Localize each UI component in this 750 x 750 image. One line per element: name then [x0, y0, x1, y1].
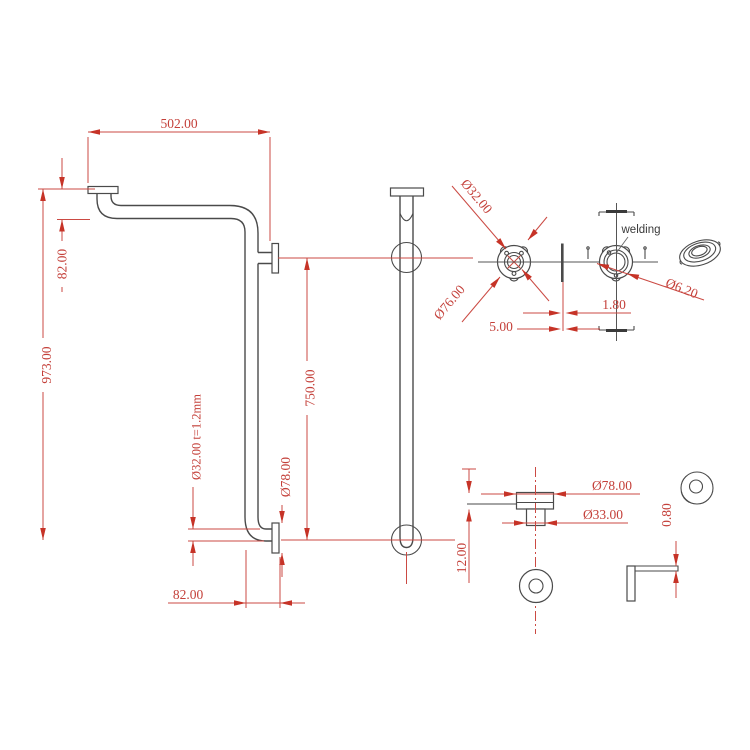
dim-stud-length: 5.00	[489, 319, 600, 334]
dim-502-label: 502.00	[160, 116, 197, 131]
side-view	[389, 187, 425, 556]
bar-tube	[399, 196, 414, 549]
dim-tube-od-label: Ø32.00	[458, 176, 495, 217]
tube-outer-edge	[96, 193, 272, 542]
dim-tube-wall: Ø32.00 t=1.2mm	[188, 394, 264, 566]
dim-cap-od-label: Ø78.00	[592, 478, 632, 493]
washer-3d-view	[680, 471, 714, 505]
bracket-section-view	[626, 565, 679, 602]
dim-cap-id-label: Ø33.00	[583, 507, 623, 522]
dim-plate-thickness: 1.80	[523, 297, 631, 316]
dim-750-label: 750.00	[303, 369, 318, 406]
dim-stud-length-label: 5.00	[489, 319, 513, 334]
dim-cap-od: Ø78.00	[481, 478, 640, 497]
tube-inner-edge	[110, 193, 272, 530]
screw-hole	[606, 250, 612, 255]
flange-back-view: welding	[586, 203, 661, 341]
dim-82-top: 82.00	[55, 158, 70, 292]
ring-3d-view	[679, 239, 721, 267]
side-wall-flange	[271, 242, 280, 274]
dim-tube-od: Ø32.00	[451, 176, 550, 302]
dim-sheet-thickness: 0.80	[659, 503, 679, 598]
plate-section-edge	[561, 243, 564, 282]
dim-flange-od-front: Ø78.00	[278, 449, 293, 577]
dim-sheet-thickness-label: 0.80	[659, 503, 674, 527]
dim-screw-hole-label: Ø6.20	[664, 275, 701, 302]
dim-cap-height-label: 12.00	[454, 543, 469, 574]
cover-cap-detail	[467, 467, 714, 634]
welding-leader	[616, 236, 629, 253]
dim-flange-od-front-label: Ø78.00	[278, 457, 293, 497]
weld-seam-arc	[399, 213, 414, 222]
welding-label: welding	[621, 224, 661, 236]
dim-750: 750.00	[303, 258, 318, 540]
washer-front-view	[518, 568, 554, 604]
dim-screw-hole: Ø6.20	[596, 263, 705, 302]
mount-studs	[587, 248, 646, 259]
screw-hole	[504, 250, 510, 256]
side-flange-stub	[258, 251, 272, 265]
dim-plate-od: Ø76.00	[431, 216, 548, 323]
top-cap-plate	[389, 187, 425, 197]
dim-cap-height: 12.00	[454, 468, 476, 583]
dim-tube-wall-label: Ø32.00 t=1.2mm	[190, 394, 204, 480]
front-view	[87, 185, 280, 554]
dim-82-bottom-label: 82.00	[173, 587, 204, 602]
dim-973: 973.00	[39, 189, 54, 540]
dim-82-bottom: 82.00	[168, 550, 305, 608]
bottom-wall-flange	[271, 522, 280, 554]
top-wall-flange	[87, 185, 119, 195]
screw-hole	[518, 250, 524, 256]
dim-plate-thickness-label: 1.80	[602, 297, 626, 312]
dim-82-top-label: 82.00	[55, 249, 70, 280]
flange-mount-detail: welding	[478, 203, 721, 341]
dim-plate-od-label: Ø76.00	[431, 282, 468, 323]
dim-502: 502.00	[87, 116, 271, 241]
dim-cap-id: Ø33.00	[502, 507, 628, 526]
dim-973-label: 973.00	[39, 346, 54, 383]
screw-hole	[511, 271, 517, 276]
